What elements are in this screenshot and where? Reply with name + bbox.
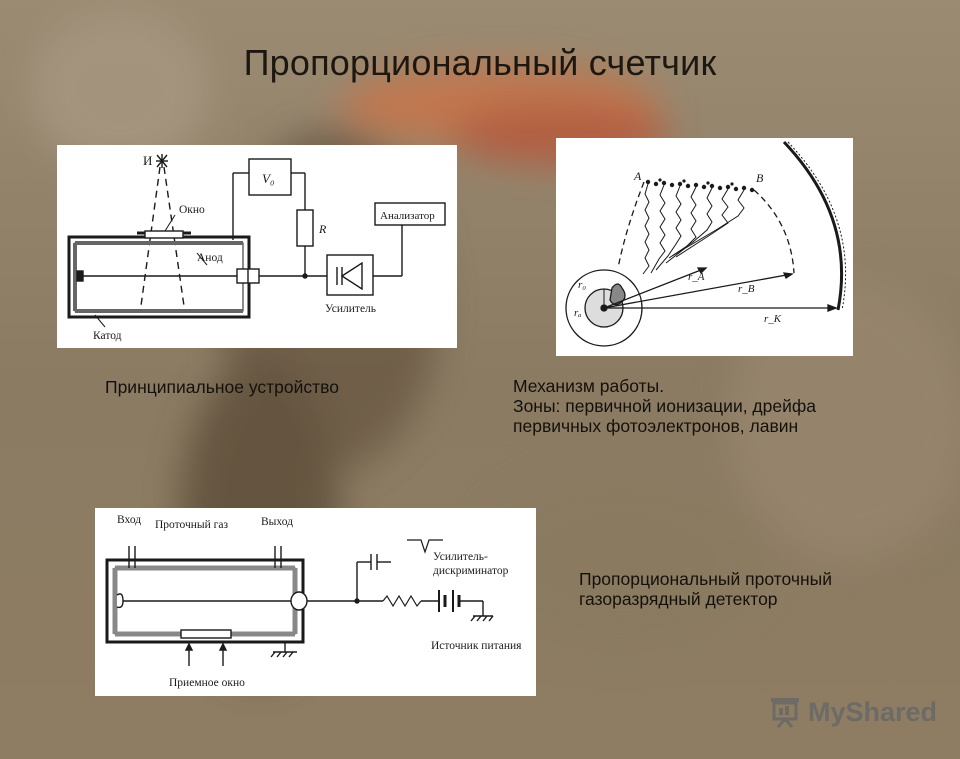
caption-principal-device: Принципиальное устройство xyxy=(105,377,340,397)
caption-mechanism-line: Зоны: первичной ионизации, дрейфа xyxy=(513,396,817,416)
point-a-label: A xyxy=(633,169,642,183)
source-label: И xyxy=(143,153,152,168)
power-label: Источник питания xyxy=(431,640,522,652)
caption-mechanism-line: первичных фотоэлектронов, лавин xyxy=(513,416,799,436)
primary-ionization-dots xyxy=(645,178,755,193)
caption-mechanism-line: Механизм работы. xyxy=(513,376,665,396)
amplifier-label: Усилитель xyxy=(325,303,376,315)
rK-label: r_K xyxy=(764,313,782,325)
ra-label: rₐ xyxy=(574,307,582,319)
cathode-label: Катод xyxy=(93,330,122,342)
watermark-text: MyShared xyxy=(808,696,938,727)
diagram-flow-detector: Вход Проточный газ Выход Усилитель- диск… xyxy=(95,508,536,696)
caption-mechanism: Механизм работы. Зоны: первичной ионизац… xyxy=(513,376,816,436)
input-label: Вход xyxy=(117,514,141,526)
caption-flow-detector: Пропорциональный проточный газоразрядный… xyxy=(579,569,832,609)
analyzer-label: Анализатор xyxy=(380,210,435,222)
window-label: Приемное окно xyxy=(169,677,245,689)
slide-title: Пропорциональный счетчик xyxy=(243,42,717,83)
resistor-label: R xyxy=(318,222,327,236)
projector-screen-icon xyxy=(771,698,799,728)
caption-flow-line: газоразрядный детектор xyxy=(579,589,778,609)
caption-flow-line: Пропорциональный проточный xyxy=(579,569,832,589)
anode-label: Анод xyxy=(197,252,223,264)
amp-label-line1: Усилитель- xyxy=(433,551,488,563)
window-label: Окно xyxy=(179,204,205,216)
voltmeter-label: V₀ xyxy=(262,171,274,186)
rA-label: r_A xyxy=(688,271,705,283)
diagram-principal-device: И Окно Анод Катод V₀ R Анализатор Усилит… xyxy=(57,145,457,348)
r0-label: r₀ xyxy=(578,279,586,291)
output-label: Выход xyxy=(261,516,293,528)
source-star-icon xyxy=(156,154,168,168)
point-b-label: B xyxy=(756,171,764,185)
gas-label: Проточный газ xyxy=(155,519,228,531)
rB-label: r_B xyxy=(738,283,755,295)
watermark-logo: MyShared xyxy=(768,694,937,730)
amp-label-line2: дискриминатор xyxy=(433,565,509,577)
diagram-mechanism: A B r₀ rₐ r_A r_B r_K xyxy=(556,138,853,356)
